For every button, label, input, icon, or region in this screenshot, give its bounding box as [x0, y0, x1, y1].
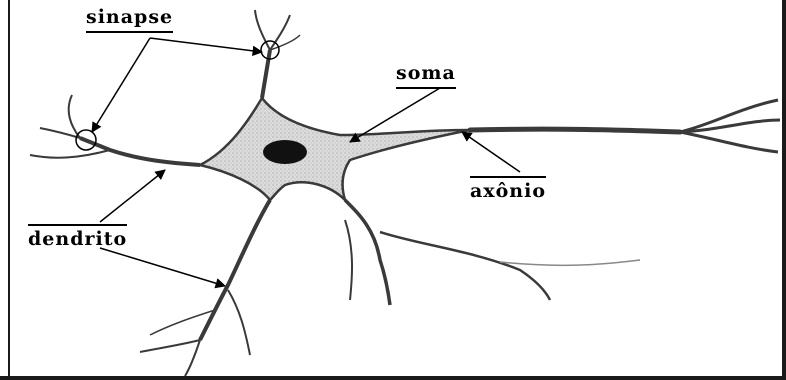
- dendrite-upper: [262, 50, 270, 98]
- dendrite-lower-branch-3: [185, 340, 200, 376]
- dendrite-lower-branch-2: [140, 340, 200, 352]
- label-sinapse: sinapse: [86, 6, 173, 33]
- dendrite-lower: [200, 200, 270, 340]
- pointer-dendrito-lower: [100, 248, 225, 286]
- dendrite-lower-right-branch-3: [345, 220, 352, 300]
- pointer-dendrito-left: [100, 170, 165, 222]
- dendrite-upper-branch-2: [270, 15, 290, 50]
- dendrite-left-branch-1: [69, 95, 80, 138]
- axon: [470, 129, 680, 132]
- dendrite-left-branch-3: [30, 150, 110, 158]
- dendrite-lower-branch-1: [228, 290, 250, 355]
- dendrite-lower-right-branch-2: [500, 260, 640, 265]
- pointer-axonio: [462, 132, 520, 172]
- label-dendrito: dendrito: [28, 224, 127, 253]
- soma-body: [200, 98, 470, 200]
- label-soma: soma: [396, 62, 456, 89]
- nucleus: [263, 140, 307, 164]
- pointer-sinapse-left: [92, 38, 150, 132]
- pointer-sinapse-top: [150, 38, 262, 52]
- dendrite-left: [80, 138, 200, 165]
- axon-terminal-2: [680, 120, 780, 132]
- label-axonio: axônio: [470, 176, 546, 205]
- dendrite-lower-right-branch-1: [380, 232, 550, 300]
- axon-terminal-3: [680, 132, 778, 152]
